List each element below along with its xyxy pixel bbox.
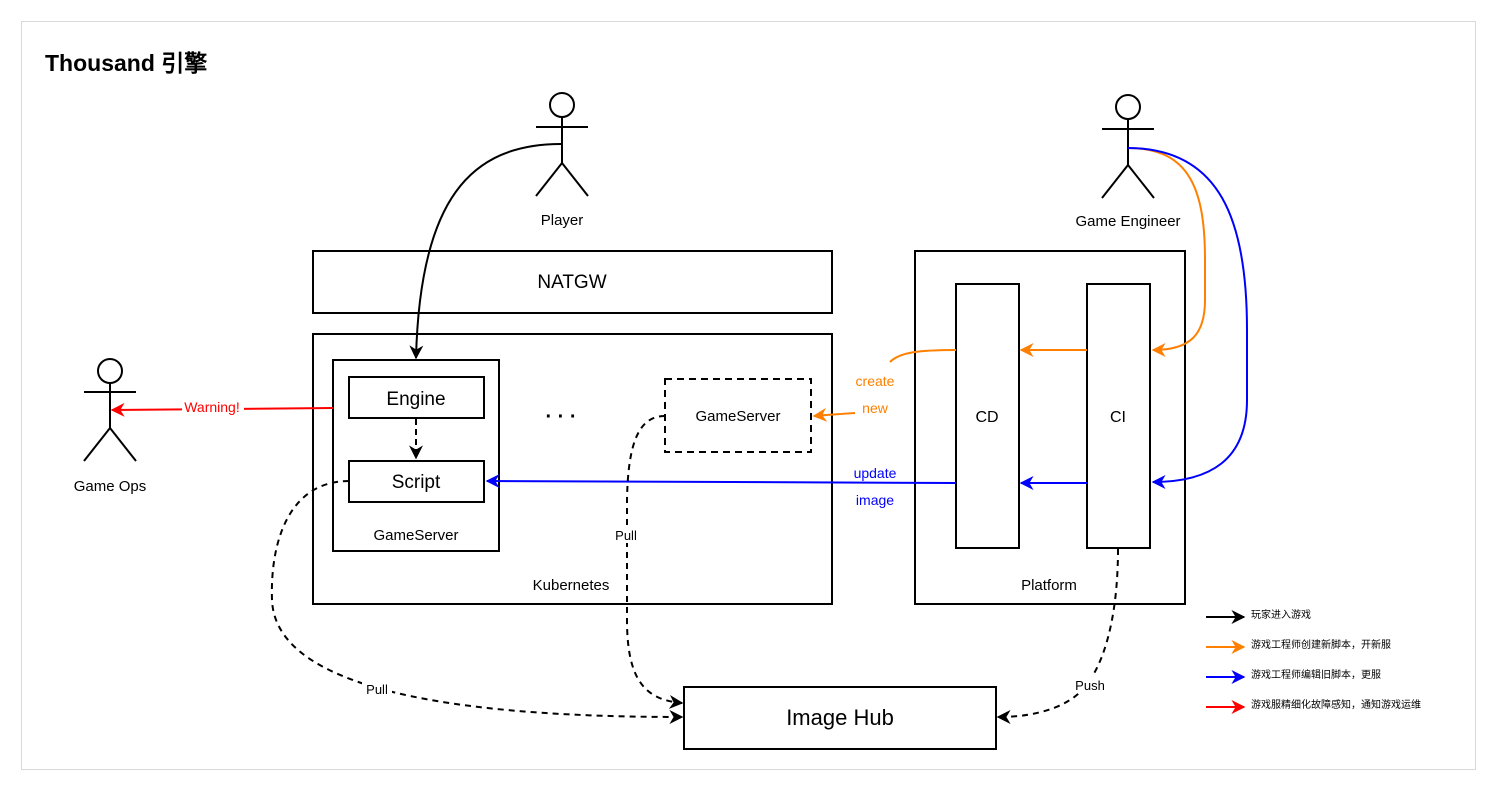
warning-label: Warning! bbox=[184, 399, 240, 415]
pull-new-label-bg bbox=[612, 527, 642, 543]
cd-box bbox=[955, 283, 1020, 549]
new-gameserver-pull-arrow bbox=[626, 415, 684, 709]
update-label-bg bbox=[850, 463, 902, 480]
push-label-bg bbox=[1072, 676, 1108, 693]
engine-label: Engine bbox=[386, 389, 445, 410]
legend-label-ops-alert: 游戏服精细化故障感知，通知游戏运维 bbox=[1251, 698, 1421, 711]
game-engineer-actor-icon bbox=[1101, 94, 1155, 199]
natgw-box bbox=[312, 250, 833, 314]
game-engineer-label: Game Engineer bbox=[1075, 213, 1180, 230]
ci-label: CI bbox=[1110, 409, 1126, 426]
pull-script-label: Pull bbox=[366, 682, 388, 697]
ellipsis-label: · · · bbox=[545, 406, 576, 428]
update-label: update bbox=[854, 465, 897, 481]
player-actor-icon bbox=[535, 92, 589, 197]
player-label: Player bbox=[541, 212, 584, 229]
cd-to-script-update-arrow bbox=[485, 474, 957, 489]
cd-create-arrow-top bbox=[889, 349, 957, 363]
push-label: Push bbox=[1075, 678, 1105, 693]
natgw-label: NATGW bbox=[537, 272, 606, 293]
new-gameserver-box bbox=[664, 378, 812, 453]
new-gameserver-label: GameServer bbox=[695, 408, 780, 425]
game-ops-actor-icon bbox=[83, 358, 137, 462]
engine-box bbox=[348, 376, 485, 419]
pull-label-bg bbox=[362, 682, 392, 697]
legend-label-update-server: 游戏工程师编辑旧脚本，更服 bbox=[1251, 668, 1381, 681]
pull-new-label: Pull bbox=[615, 528, 637, 543]
warning-label-bg bbox=[182, 398, 244, 416]
legend-label-player: 玩家进入游戏 bbox=[1251, 608, 1311, 621]
player-to-engine-arrow bbox=[409, 143, 562, 360]
image-hub-box bbox=[683, 686, 997, 750]
game-ops-label: Game Ops bbox=[74, 478, 147, 495]
kubernetes-label: Kubernetes bbox=[533, 577, 610, 594]
script-label: Script bbox=[392, 472, 441, 493]
cd-create-arrow-bottom bbox=[812, 407, 856, 422]
create-label: create bbox=[856, 373, 895, 389]
image-label: image bbox=[856, 492, 894, 508]
image-hub-label: Image Hub bbox=[786, 705, 894, 730]
engineer-to-ci-blue-arrow bbox=[1127, 147, 1248, 489]
ci-box bbox=[1086, 283, 1151, 549]
legend-label-new-server: 游戏工程师创建新脚本，开新服 bbox=[1251, 638, 1391, 651]
diagram-title: Thousand 引擎 bbox=[45, 50, 208, 76]
diagram-frame bbox=[21, 21, 1476, 770]
platform-label: Platform bbox=[1021, 577, 1077, 594]
engineer-to-ci-orange-arrow bbox=[1127, 147, 1206, 357]
new-label: new bbox=[862, 400, 889, 416]
legend: 玩家进入游戏 游戏工程师创建新脚本，开新服 游戏工程师编辑旧脚本，更服 游戏服精… bbox=[1206, 608, 1421, 714]
gameserver-label: GameServer bbox=[373, 527, 458, 544]
cd-label: CD bbox=[975, 409, 998, 426]
